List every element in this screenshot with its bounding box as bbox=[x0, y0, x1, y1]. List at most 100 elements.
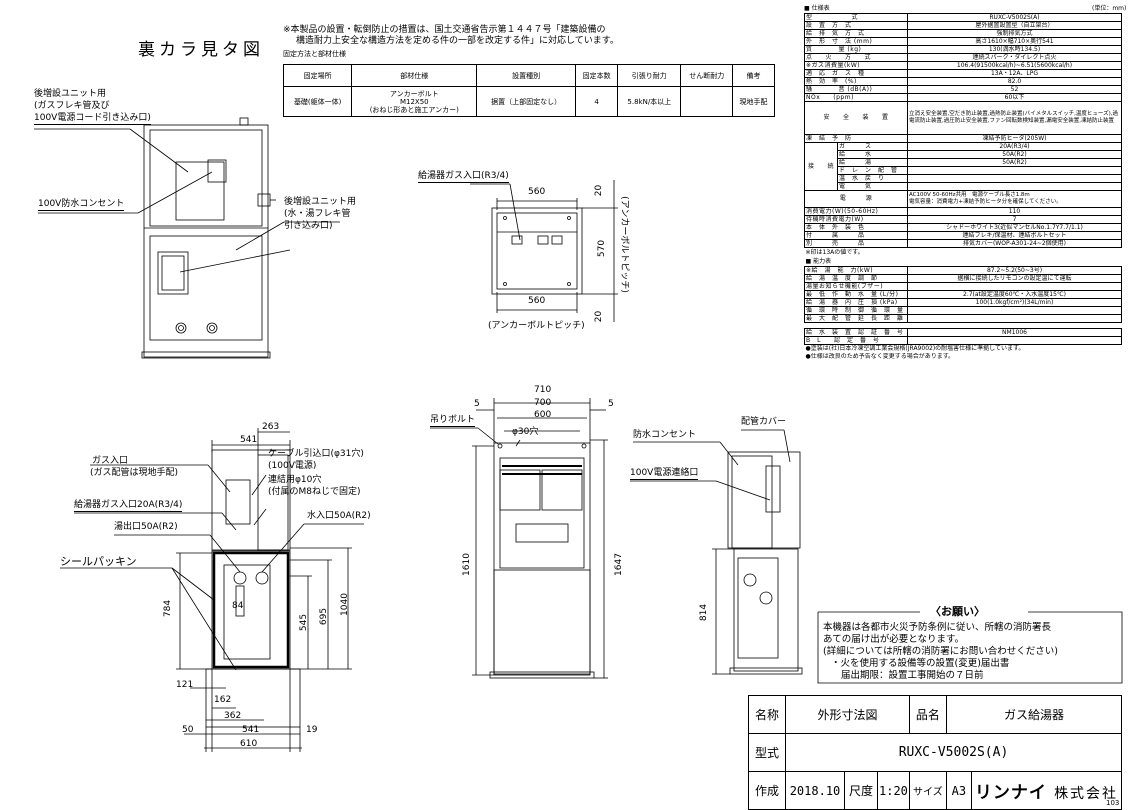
spec-value: 凍結予防ヒータ(205W) bbox=[907, 134, 1122, 143]
dim-362: 362 bbox=[224, 711, 242, 721]
anchor-header: せん断耐力 bbox=[680, 64, 733, 87]
spec-value: 106.4(91500kcal/h)~6.51(5600kcal/h) bbox=[907, 61, 1122, 70]
made-label: 作成 bbox=[748, 771, 786, 810]
page-number: 103 bbox=[1106, 799, 1120, 807]
spec-value: AC100V 50-60Hz共用 電源ケーブル長さ1.8m bbox=[909, 192, 1030, 198]
spec-value: 50A(R2) bbox=[908, 150, 1121, 159]
spec-key: 凍 結 予 防 bbox=[804, 134, 908, 143]
spec-value: 60以下 bbox=[907, 93, 1122, 102]
perf-key: 給 湯 温 度 調 節 bbox=[804, 274, 908, 283]
notice-line-2: 構造耐力上安全な構造方法を定める件の一部を改定する件」に対応しています。 bbox=[296, 36, 619, 46]
scale-label: 尺度 bbox=[844, 771, 878, 810]
spec-value: 電気容量：消費電力+凍結予防ヒータ分を確保してください。 bbox=[909, 199, 1062, 205]
heater-gas-20a-label: 給湯器ガス入口20A(R3/4) bbox=[74, 500, 183, 512]
company-logo: リンナイ bbox=[974, 783, 1047, 803]
dim-84: 84 bbox=[232, 601, 244, 611]
note-13a: ※印は13Aの値です。 bbox=[805, 248, 864, 256]
anchor-pitch-side-label: (アンカーボルトピッチ) bbox=[618, 196, 629, 293]
anchor-header: 部材仕様 bbox=[351, 64, 478, 87]
spec-value: 20A(R3/4) bbox=[908, 143, 1121, 151]
spec-key: 適 応 ガ ス 種 bbox=[804, 69, 908, 78]
dim-121: 121 bbox=[176, 680, 194, 690]
spec-value: 立消え安全装置,空だき防止装置,過熱防止装置(バイメタルスイッチ,温度ヒューズ)… bbox=[907, 101, 1122, 135]
scale-value: 1:20 bbox=[877, 771, 910, 810]
spec-key: 温 水 戻 り bbox=[837, 174, 907, 183]
spec-value: 屋外据置設置型（自立架台） bbox=[907, 21, 1122, 30]
dim-600: 600 bbox=[534, 410, 552, 420]
product-label: 品名 bbox=[908, 695, 947, 734]
company-suffix: 株式会社 bbox=[1054, 786, 1119, 802]
anchor-table: 固定場所 部材仕様 設置種別 固定本数 引張り耐力 せん断耐力 備考 基礎(躯体… bbox=[282, 64, 776, 117]
perf-caption: ■ 能力表 bbox=[805, 257, 832, 265]
spec-key: 質 量 (kg) bbox=[804, 45, 908, 54]
model-value: RUXC-V5002S(A) bbox=[785, 733, 1122, 772]
perf-key: 循 環 時 制 御 循 環 量 bbox=[804, 306, 908, 315]
spec-key: 安 全 装 置 bbox=[804, 101, 908, 135]
view-title: 裏カラ見タ図 bbox=[138, 40, 264, 60]
spec-value: 7 bbox=[907, 215, 1122, 224]
notice-line: 本機器は各都市火災予防条例に従い、所轄の消防署長 bbox=[823, 622, 1052, 633]
notice-box bbox=[817, 611, 1123, 684]
spec-key: 付 属 品 bbox=[804, 231, 908, 240]
spec-value: 強制排気方式 bbox=[907, 29, 1122, 38]
size-label: サイズ bbox=[908, 771, 947, 810]
footnote-2: ●仕様は改良のため予告なく変更する場合があります。 bbox=[805, 353, 955, 360]
spec-key: ※ガス消費量(kW) bbox=[804, 61, 908, 70]
fixing-caption: 固定方法と部材仕様 bbox=[283, 50, 346, 58]
notice-line: あての届け出が必要となります。 bbox=[823, 634, 965, 645]
dim-784: 784 bbox=[163, 599, 174, 618]
spec-value: 110 bbox=[907, 207, 1122, 216]
spec-key: 消費電力(W)(50-60Hz) bbox=[804, 207, 908, 216]
perf-key: 給 湯 器 内 圧 損 (kPa) bbox=[804, 298, 908, 307]
notice-line: 届出期限：設置工事開始の７日前 bbox=[841, 670, 984, 681]
perf-value bbox=[907, 314, 1122, 323]
dim-1610: 1610 bbox=[461, 553, 472, 576]
dim-5-right: 5 bbox=[608, 399, 614, 409]
dim-695: 695 bbox=[319, 607, 330, 626]
perf-value: 据横に接続したリモコンの設定温にて運転 bbox=[907, 274, 1122, 283]
footnote-1: ●塗装は(社)日本冷凍空調工業会規格(JRA9002)の耐塩害仕様に準拠していま… bbox=[805, 345, 1025, 352]
unit-water-label-1: 後増設ユニット用 bbox=[284, 197, 357, 207]
spec-value: シャドーホワイト3(近似マンセルNo.1.7Y7.7/1.1) bbox=[907, 223, 1122, 232]
perf-value: 87.2~5.2(50~3号) bbox=[907, 266, 1122, 275]
cert-value bbox=[907, 336, 1122, 345]
pipe-cover-label: 配管カバー bbox=[741, 417, 787, 427]
spec-value: 排気カバー(WOP-A301-24~2個使用) bbox=[907, 239, 1122, 248]
dim-545: 545 bbox=[299, 613, 310, 632]
anchor-pitch-label: (アンカーボルトピッチ) bbox=[488, 321, 585, 331]
dim-162: 162 bbox=[214, 695, 232, 705]
anchor-header: 設置種別 bbox=[476, 64, 577, 87]
spec-key: 熱 効 率 (%) bbox=[804, 77, 908, 86]
cable-inlet-label-2: (100V電源) bbox=[268, 461, 317, 471]
dim-570: 570 bbox=[597, 239, 608, 258]
model-label: 型式 bbox=[748, 733, 786, 772]
spec-key: 待機時消費電力(W) bbox=[804, 215, 908, 224]
size-value: A3 bbox=[945, 771, 972, 810]
right-view bbox=[630, 429, 803, 675]
anchor-header: 引張り耐力 bbox=[617, 64, 682, 87]
anchor-plan bbox=[470, 180, 618, 322]
dim-20-bottom: 20 bbox=[594, 310, 605, 323]
dim-263: 263 bbox=[262, 422, 280, 432]
hang-bolt-label: 吊りボルト bbox=[430, 415, 476, 427]
spec-value: 130(満水時134.5) bbox=[907, 45, 1122, 54]
notice-line: ・火を使用する設備等の設置(変更)届出書 bbox=[831, 658, 1010, 669]
dim-610: 610 bbox=[240, 739, 258, 749]
spec-value: 13A・12A、LPG bbox=[907, 69, 1122, 78]
spec-key: 電 気 bbox=[839, 182, 872, 190]
spec-key: 給 排 気 方 式 bbox=[804, 29, 908, 38]
cert-key: 給 水 装 置 認 証 番 号 bbox=[804, 328, 908, 337]
perf-key: ※給 湯 能 力(kW) bbox=[804, 266, 908, 275]
unit-water-label-3: 引き込み口) bbox=[284, 221, 333, 231]
back-view bbox=[141, 117, 276, 359]
anchor-cell bbox=[680, 86, 733, 117]
dim-541-bottom: 541 bbox=[242, 725, 260, 735]
dim-814: 814 bbox=[699, 603, 710, 622]
perf-value bbox=[907, 282, 1122, 291]
dim-700: 700 bbox=[534, 398, 552, 408]
anchor-cell: アンカーボルト M12X50 (おねじ形あと施工アンカー) bbox=[351, 86, 478, 117]
anchor-header: 固定場所 bbox=[282, 64, 353, 87]
spec-key: 給 水 bbox=[837, 150, 907, 159]
spec-value: RUXC-V5002S(A) bbox=[907, 13, 1122, 22]
